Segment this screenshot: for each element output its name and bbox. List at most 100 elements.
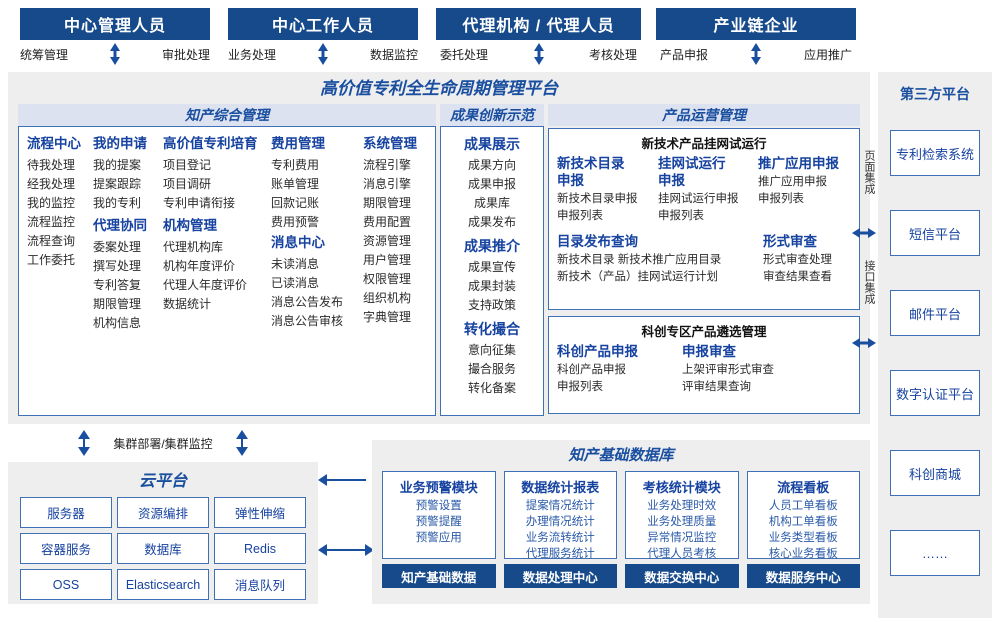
group-item[interactable]: 审查结果查看	[763, 271, 832, 283]
db-card-item[interactable]: 业务处理时效	[647, 500, 717, 512]
cloud-cell-autoscaling[interactable]: 弹性伸缩	[214, 497, 306, 528]
group-item[interactable]: 挂网试运行申报	[658, 193, 739, 205]
group-item[interactable]: 流程监控	[27, 215, 76, 229]
group-item[interactable]: 回款记账	[271, 196, 320, 210]
db-card-item[interactable]: 代理服务统计	[525, 548, 595, 560]
group-item[interactable]: 成果库	[473, 196, 510, 210]
db-footer-exchange-center[interactable]: 数据交换中心	[625, 564, 739, 588]
group-item[interactable]: 期限管理	[93, 297, 142, 311]
group-item[interactable]: 申报列表	[557, 381, 603, 393]
third-party-box-kechuang-mall[interactable]: 科创商城	[890, 450, 980, 496]
group-item[interactable]: 数据统计	[163, 297, 212, 311]
group-item[interactable]: 成果申报	[467, 177, 516, 191]
group-item[interactable]: 权限管理	[363, 272, 412, 286]
group-item[interactable]: 我的专利	[93, 196, 142, 210]
cloud-cell-database[interactable]: 数据库	[117, 533, 209, 564]
group-item[interactable]: 字典管理	[363, 310, 412, 324]
third-party-box-sms[interactable]: 短信平台	[890, 210, 980, 256]
db-card-item[interactable]: 预警提醒	[415, 516, 462, 528]
group-item[interactable]: 科创产品申报	[557, 364, 626, 376]
db-footer-base-data[interactable]: 知产基础数据	[382, 564, 496, 588]
actor-card-0[interactable]: 中心管理人员	[20, 8, 210, 40]
group-item[interactable]: 我的提案	[93, 158, 142, 172]
group-item[interactable]: 经我处理	[27, 177, 76, 191]
group-item[interactable]: 上架评审形式审查	[682, 364, 774, 376]
group-item[interactable]: 专利申请衔接	[163, 196, 236, 210]
group-item[interactable]: 消息公告审核	[271, 314, 344, 328]
actor-card-1[interactable]: 中心工作人员	[228, 8, 418, 40]
group-item[interactable]: 申报列表	[557, 210, 603, 222]
cloud-cell-oss[interactable]: OSS	[20, 569, 112, 600]
db-card-item[interactable]: 业务处理质量	[647, 516, 717, 528]
group-item[interactable]: 专利答复	[93, 278, 142, 292]
cloud-cell-container[interactable]: 容器服务	[20, 533, 112, 564]
group-item[interactable]: 评审结果查询	[682, 381, 751, 393]
group-item[interactable]: 新技术（产品）挂网试运行计划	[557, 271, 718, 283]
db-card-item[interactable]: 业务流转统计	[525, 532, 595, 544]
group-item[interactable]: 费用配置	[363, 215, 412, 229]
group-item[interactable]: 新技术目录 新技术推广应用目录	[557, 254, 722, 266]
group-item[interactable]: 支持政策	[467, 298, 516, 312]
group-item[interactable]: 撮合服务	[467, 362, 516, 376]
group-item[interactable]: 已读消息	[271, 276, 320, 290]
group-item[interactable]: 项目调研	[163, 177, 212, 191]
cloud-cell-server[interactable]: 服务器	[20, 497, 112, 528]
group-item[interactable]: 转化备案	[467, 381, 516, 395]
db-footer-processing-center[interactable]: 数据处理中心	[503, 564, 617, 588]
group-item[interactable]: 用户管理	[363, 253, 412, 267]
group-item[interactable]: 形式审查处理	[763, 254, 832, 266]
db-card-item[interactable]: 提案情况统计	[525, 500, 595, 512]
group-item[interactable]: 专利费用	[271, 158, 320, 172]
group-item[interactable]: 资源管理	[363, 234, 412, 248]
group-item[interactable]: 未读消息	[271, 257, 320, 271]
db-card-item[interactable]: 机构工单看板	[768, 516, 838, 528]
group-item[interactable]: 流程引擎	[363, 158, 412, 172]
group-item[interactable]: 代理人年度评价	[163, 278, 248, 292]
cloud-cell-elasticsearch[interactable]: Elasticsearch	[117, 569, 209, 600]
group-item[interactable]: 期限管理	[363, 196, 412, 210]
group-item[interactable]: 申报列表	[658, 210, 704, 222]
group-item[interactable]: 成果封装	[467, 279, 516, 293]
group-item[interactable]: 撰写处理	[93, 259, 142, 273]
group-item[interactable]: 消息引擎	[363, 177, 412, 191]
third-party-box-email[interactable]: 邮件平台	[890, 290, 980, 336]
group-item[interactable]: 意向征集	[467, 343, 516, 357]
db-footer-service-center[interactable]: 数据服务中心	[746, 564, 860, 588]
actor-card-3[interactable]: 产业链企业	[656, 8, 856, 40]
db-card-item[interactable]: 办理情况统计	[525, 516, 595, 528]
db-card-item[interactable]: 预警设置	[415, 500, 462, 512]
cloud-cell-orchestration[interactable]: 资源编排	[117, 497, 209, 528]
group-item[interactable]: 机构信息	[93, 316, 142, 330]
db-card-item[interactable]: 业务类型看板	[768, 532, 838, 544]
cloud-cell-mq[interactable]: 消息队列	[214, 569, 306, 600]
db-card-item[interactable]: 人员工单看板	[768, 500, 838, 512]
group-item[interactable]: 项目登记	[163, 158, 212, 172]
group-item[interactable]: 机构年度评价	[163, 259, 236, 273]
group-item[interactable]: 新技术目录申报	[557, 193, 638, 205]
third-party-box-more[interactable]: ……	[890, 530, 980, 576]
group-item[interactable]: 成果发布	[467, 215, 516, 229]
group-item[interactable]: 工作委托	[27, 253, 76, 267]
group-item[interactable]: 消息公告发布	[271, 295, 344, 309]
group-item[interactable]: 成果宣传	[467, 260, 516, 274]
db-card-item[interactable]: 核心业务看板	[768, 548, 838, 560]
group-item[interactable]: 流程查询	[27, 234, 76, 248]
group-item[interactable]: 账单管理	[271, 177, 320, 191]
group-item[interactable]: 成果方向	[467, 158, 516, 172]
group-item[interactable]: 费用预警	[271, 215, 320, 229]
group-item[interactable]: 提案跟踪	[93, 177, 142, 191]
actor-card-2[interactable]: 代理机构 / 代理人员	[436, 8, 641, 40]
group-item[interactable]: 待我处理	[27, 158, 76, 172]
third-party-box-patent-search[interactable]: 专利检索系统	[890, 130, 980, 176]
db-card-item[interactable]: 预警应用	[415, 532, 462, 544]
cloud-cell-redis[interactable]: Redis	[214, 533, 306, 564]
db-card-item[interactable]: 异常情况监控	[647, 532, 717, 544]
group-item[interactable]: 委案处理	[93, 240, 142, 254]
group-item[interactable]: 组织机构	[363, 291, 412, 305]
group-item[interactable]: 代理机构库	[163, 240, 224, 254]
group-item[interactable]: 我的监控	[27, 196, 76, 210]
third-party-box-digital-cert[interactable]: 数字认证平台	[890, 370, 980, 416]
group-item[interactable]: 推广应用申报	[758, 176, 827, 188]
db-card-item[interactable]: 代理人员考核	[647, 548, 717, 560]
group-item[interactable]: 申报列表	[758, 193, 804, 205]
